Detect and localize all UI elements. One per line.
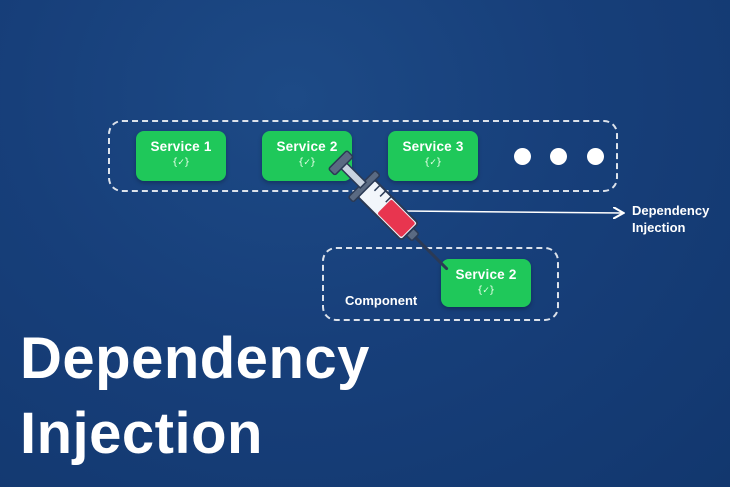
code-braces-icon: {✓} xyxy=(476,285,496,296)
code-braces-icon: {✓} xyxy=(297,157,317,168)
ellipsis-dot-icon xyxy=(550,148,567,165)
component-label: Component xyxy=(345,293,418,308)
dependency-injection-callout: Dependency Injection xyxy=(632,202,727,236)
page-title-line-1: Dependency xyxy=(20,326,370,391)
service-3-box: Service 3 {✓} xyxy=(388,131,478,181)
service-1-label: Service 1 xyxy=(150,139,212,154)
page-title-line-2: Injection xyxy=(20,401,263,466)
injected-service-box: Service 2 {✓} xyxy=(441,259,531,307)
callout-arrow xyxy=(404,211,622,213)
service-2-box: Service 2 {✓} xyxy=(262,131,352,181)
callout-line-1: Dependency xyxy=(632,203,710,218)
callout-line-2: Injection xyxy=(632,220,686,235)
code-braces-icon: {✓} xyxy=(423,157,443,168)
service-2-label: Service 2 xyxy=(276,139,338,154)
ellipsis-dot-icon xyxy=(514,148,531,165)
code-braces-icon: {✓} xyxy=(171,157,191,168)
service-3-label: Service 3 xyxy=(402,139,464,154)
injected-service-label: Service 2 xyxy=(455,267,517,282)
service-1-box: Service 1 {✓} xyxy=(136,131,226,181)
ellipsis-dot-icon xyxy=(587,148,604,165)
